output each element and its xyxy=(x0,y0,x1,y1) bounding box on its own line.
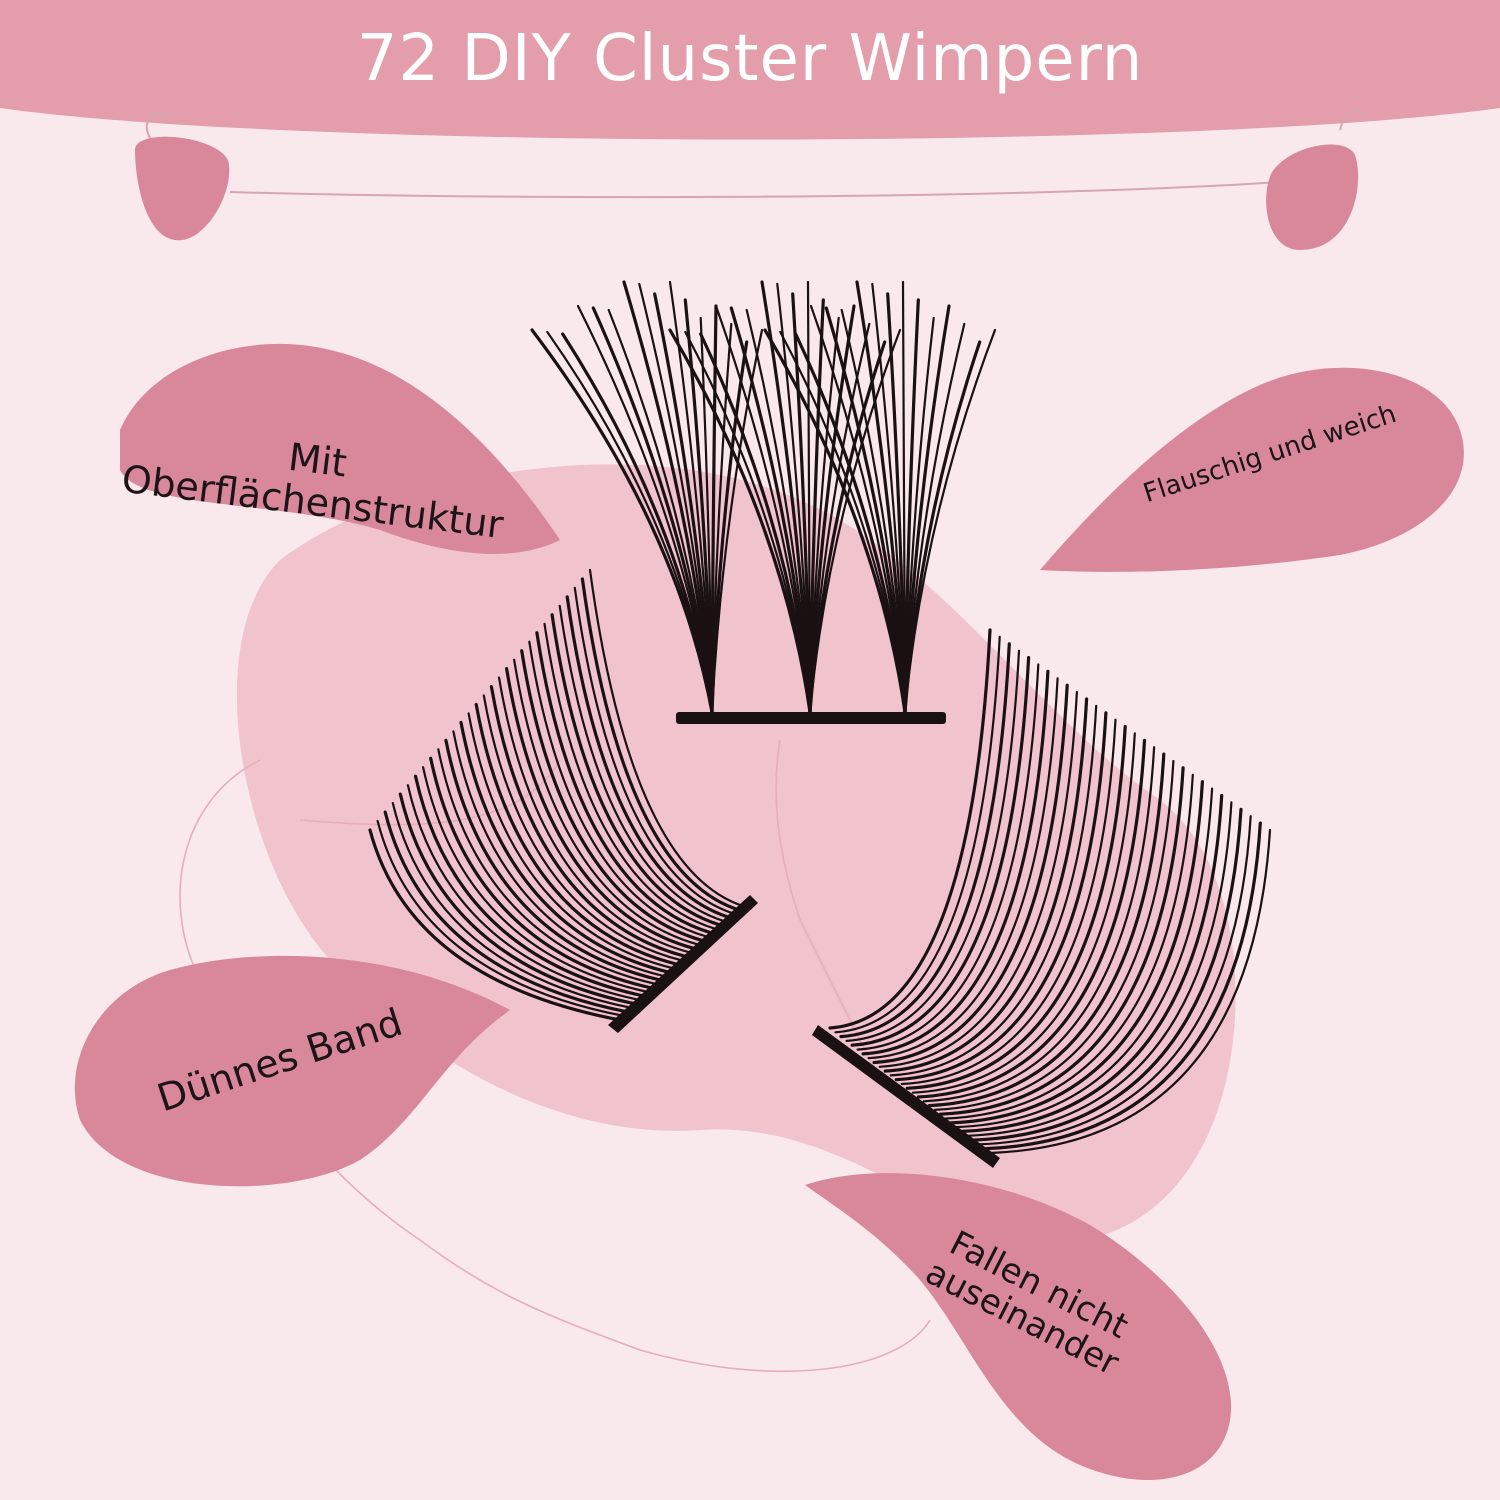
top-lash-band xyxy=(676,712,946,724)
lash-strand xyxy=(398,792,639,1006)
lash-strand xyxy=(497,676,692,954)
lash-strand xyxy=(474,702,680,967)
lash-strand xyxy=(872,683,1069,1065)
left-lash-cluster xyxy=(368,568,742,1022)
lash-strand xyxy=(828,628,992,1030)
lash-strand xyxy=(535,631,713,935)
lash-strand xyxy=(489,685,688,959)
lash-strand xyxy=(867,677,1059,1060)
lash-strand xyxy=(894,711,1108,1082)
lash-strand xyxy=(878,691,1078,1068)
hanging-string xyxy=(145,109,1371,199)
lash-strand xyxy=(444,738,663,982)
lash-strand xyxy=(376,819,626,1018)
lash-strand xyxy=(383,810,630,1014)
lash-strand xyxy=(944,773,1194,1120)
lash-strand xyxy=(513,658,700,946)
lash-strand xyxy=(580,577,738,911)
lash-strand xyxy=(850,656,1031,1047)
lash-strand xyxy=(520,649,705,943)
bubble-thin-band xyxy=(74,955,511,1187)
lash-strand xyxy=(839,642,1011,1039)
lash-strand xyxy=(413,774,647,998)
lash-strand xyxy=(528,640,708,938)
lash-strand xyxy=(437,748,659,986)
lash-strand xyxy=(459,720,672,974)
lash-strand xyxy=(482,694,684,962)
lash-strand xyxy=(565,595,730,919)
bubble-durable xyxy=(805,1173,1232,1480)
bubble-surface-texture xyxy=(120,343,560,554)
lash-strand xyxy=(900,718,1117,1086)
lash-strand xyxy=(861,669,1050,1056)
hanging-tag-left xyxy=(135,136,230,241)
lash-strand xyxy=(988,828,1272,1155)
right-lash-cluster xyxy=(828,628,1272,1155)
background-blob xyxy=(236,464,1236,1242)
header-banner xyxy=(0,0,1500,140)
right-lash-band xyxy=(812,1025,1000,1168)
lash-strand xyxy=(588,568,742,907)
bubble-soft xyxy=(1040,367,1464,572)
lash-strand xyxy=(955,787,1214,1129)
lash-strand xyxy=(550,613,721,927)
left-lash-band xyxy=(608,895,758,1033)
lash-strand xyxy=(845,649,1021,1042)
lash-strand xyxy=(971,807,1243,1142)
lash-strand xyxy=(543,622,717,930)
lash-strand xyxy=(429,756,655,990)
lash-strand xyxy=(903,328,997,714)
lash-strand xyxy=(938,766,1185,1116)
lash-strand xyxy=(982,821,1262,1151)
lash-strand xyxy=(927,752,1166,1108)
lash-strand xyxy=(960,793,1224,1133)
lash-strand xyxy=(467,712,675,970)
lash-strand xyxy=(922,746,1156,1103)
lash-strand xyxy=(505,667,697,951)
page-title: 72 DIY Cluster Wimpern xyxy=(356,22,1144,96)
lash-strand xyxy=(889,704,1098,1077)
lash-strand xyxy=(933,759,1175,1111)
lash-strand xyxy=(856,663,1040,1051)
lash-strand xyxy=(905,725,1127,1090)
lash-strand xyxy=(406,784,642,1002)
lash-strand xyxy=(573,586,733,914)
lash-strand xyxy=(561,332,714,714)
lash-strand xyxy=(368,828,622,1022)
lash-strand xyxy=(966,801,1233,1137)
lash-strand xyxy=(916,738,1147,1099)
lash-strand xyxy=(977,815,1252,1146)
hanging-tag-right xyxy=(1266,144,1359,250)
lash-strand xyxy=(452,730,667,978)
lash-strand xyxy=(391,802,634,1010)
lash-strand xyxy=(911,732,1136,1094)
top-lash-cluster xyxy=(530,280,997,714)
lash-strand xyxy=(422,766,651,994)
lash-strand xyxy=(834,635,1001,1034)
lash-strand xyxy=(558,604,725,922)
lash-strand xyxy=(949,780,1204,1125)
lash-strand xyxy=(883,697,1089,1073)
